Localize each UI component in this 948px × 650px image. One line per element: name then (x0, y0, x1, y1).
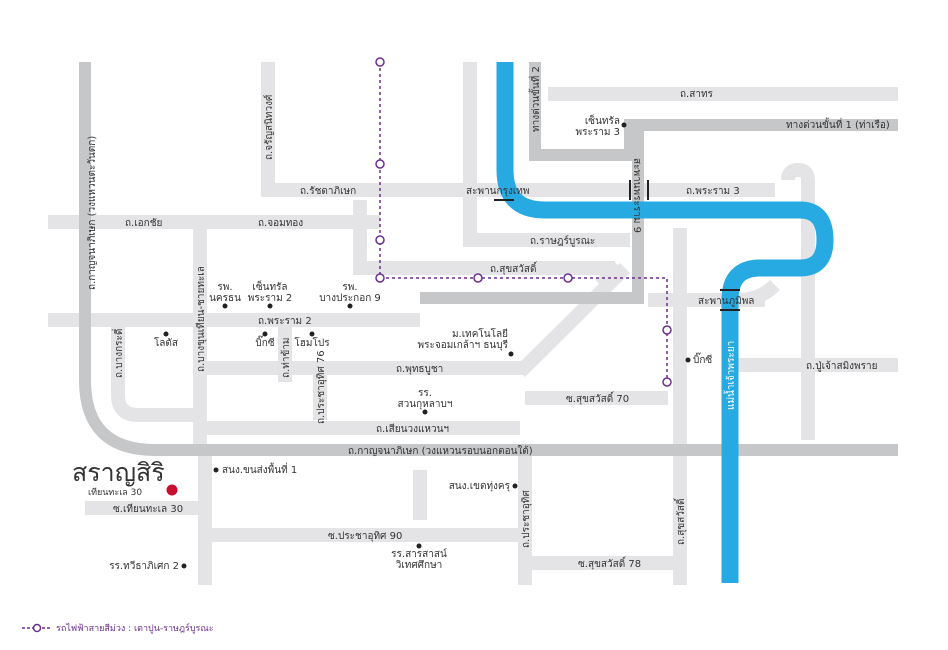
label-ratchadaphisek: ถ.รัชดาภิเษก (300, 186, 356, 197)
purple-station (375, 273, 385, 283)
project-name: สราญสิริ (72, 458, 165, 487)
place-central-rama3: เซ็นทรัลพระราม 3 (576, 113, 620, 138)
road-suksawat (353, 200, 615, 275)
label-soi-pracha-uthit-90: ซ.ประชาอุทิศ 90 (328, 531, 402, 542)
label-rama2: ถ.พระราม 2 (258, 316, 312, 327)
expressway-2 (529, 62, 898, 161)
place-dot (181, 563, 187, 569)
purple-station (662, 325, 672, 335)
purple-line (375, 57, 672, 387)
label-soi-suksawat-70: ซ.สุขสวัสดิ์ 70 (566, 391, 629, 405)
purple-station (473, 273, 483, 283)
label-kanchana-south: ถ.กาญจนาภิเษก (วงแหวนรอบนอกตอนใต้) (348, 445, 533, 457)
label-sathon: ถ.สาทร (680, 89, 714, 100)
label-sianwong: ถ.เสียนวงแหวนฯ (376, 423, 449, 435)
place-dot (422, 409, 428, 415)
label-phutthabucha: ถ.พุทธบูชา (396, 364, 443, 375)
road-labels: ถ.สาทร ทางด่วนขั้นที่ 2 ทางด่วนขั้นที่ 1… (87, 66, 890, 570)
place-bigc-2: บิ๊กซี (693, 352, 712, 366)
river (496, 62, 834, 583)
road-east-loop (737, 279, 780, 307)
legend-label: รถไฟฟ้าสายสีม่วง : เตาปูน-ราษฎร์บูรณะ (56, 622, 214, 634)
label-saphan-bhumibol: สะพานภูมิพล (698, 296, 754, 307)
purple-station (662, 377, 672, 387)
place-school-sarasas: รร.สารสาสน์วิเทศศึกษา (391, 548, 447, 571)
legend-station-icon (32, 623, 42, 633)
label-expressway-1: ทางด่วนขั้นที่ 1 (ท่าเรือ) (786, 117, 890, 131)
label-suksawat-v: ถ.สุขสวัสดิ์ (673, 497, 687, 545)
place-homepro: โฮมโปร (294, 336, 330, 349)
place-dot (163, 331, 169, 337)
place-dot (685, 357, 691, 363)
project-subtitle: เทียนทะเล 30 (88, 487, 142, 498)
label-expressway-2: ทางด่วนขั้นที่ 2 (528, 66, 542, 132)
purple-station (375, 235, 385, 245)
purple-line-track (379, 62, 668, 382)
place-suankularb: รร.สวนกุหลาบฯ (398, 388, 453, 410)
place-nakhonthon: รพ.นครธน (209, 282, 241, 304)
label-rama3: ถ.พระราม 3 (686, 186, 740, 197)
label-pracha-uthit-76: ถ.ประชาอุทิศ 76 (316, 350, 327, 424)
place-land-office: สนง.ขนส่งพื้นที่ 1 (222, 462, 297, 476)
label-river: แม่น้ำเจ้าพระยา (723, 341, 737, 410)
label-chomthong: ถ.จอมทอง (258, 218, 303, 229)
road-rama3-east (781, 162, 815, 440)
place-bangpakok9: รพ.บางประกอก 9 (319, 282, 381, 304)
place-bigc-1: บิ๊กซี (255, 335, 274, 349)
place-district-office: สนง.เขตทุ่งครุ (449, 481, 511, 492)
project-marker[interactable]: สราญสิริ เทียนทะเล 30 (72, 458, 178, 498)
place-dot (222, 303, 228, 309)
expressway-kanchana (79, 62, 898, 456)
label-saphan-krungthep: สะพานกรุงเทพ (466, 186, 529, 197)
place-lotus: โลตัส (154, 336, 178, 349)
place-dot (621, 122, 627, 128)
place-dot (262, 331, 268, 337)
road-network (48, 62, 898, 585)
label-ekkachai: ถ.เอกชัย (125, 218, 162, 229)
road-ratburana (463, 62, 630, 247)
label-suksawat: ถ.สุขสวัสดิ์ (490, 261, 538, 275)
place-dot (347, 303, 353, 309)
place-dot (267, 303, 273, 309)
place-dot (512, 483, 518, 489)
place-central-rama2: เซ็นทรัลพระราม 2 (248, 279, 292, 304)
purple-station (563, 273, 573, 283)
place-dot (416, 543, 422, 549)
legend: รถไฟฟ้าสายสีม่วง : เตาปูน-ราษฎร์บูรณะ (22, 622, 214, 634)
label-charansanitwong: ถ.จรัญสนิทวงศ์ (263, 94, 275, 160)
place-dot (508, 351, 514, 357)
label-soi-tianthalay-30: ซ.เทียนทะเล 30 (113, 503, 183, 515)
label-saphan-rama9: สะพานพระราม 9 (631, 158, 642, 233)
label-puchao: ถ.ปู่เจ้าสมิงพราย (806, 360, 878, 372)
label-thakham: ถ.ท่าข้าม (280, 338, 292, 378)
label-bangkhunthian: ถ.บางขุนเทียน-ชายทะเล (195, 266, 207, 372)
label-soi-suksawat-78: ซ.สุขสวัสดิ์ 78 (578, 556, 641, 570)
label-bangkradi: ถ.บางกระดี่ (111, 329, 125, 378)
place-kmutt: ม.เทคโนโลยีพระจอมเกล้าฯ ธนบุรี (418, 327, 509, 351)
chao-phraya-river (496, 62, 834, 583)
places: เซ็นทรัลพระราม 3 รพ.นครธน เซ็นทรัลพระราม… (109, 113, 712, 572)
bridge-markers (494, 180, 740, 311)
road-suksawat-vertical (595, 262, 625, 291)
place-dot (213, 467, 219, 473)
road-bangkradi (111, 325, 200, 422)
road-ratchadaphisek (261, 62, 775, 197)
place-dot (309, 331, 315, 337)
purple-station (375, 159, 385, 169)
expressway-rama9 (420, 125, 644, 304)
label-pracha-uthit: ถ.ประชาอุทิศ (521, 490, 532, 548)
label-ratburana: ถ.ราษฎร์บูรณะ (530, 235, 595, 247)
purple-station (375, 57, 385, 67)
red-dot-icon[interactable] (166, 484, 178, 496)
label-kanchana-west: ถ.กาญจนาภิเษก (วงแหวนตะวันตก) (87, 136, 98, 290)
place-school-thawi: รร.ทวีธาภิเศก 2 (109, 560, 179, 572)
